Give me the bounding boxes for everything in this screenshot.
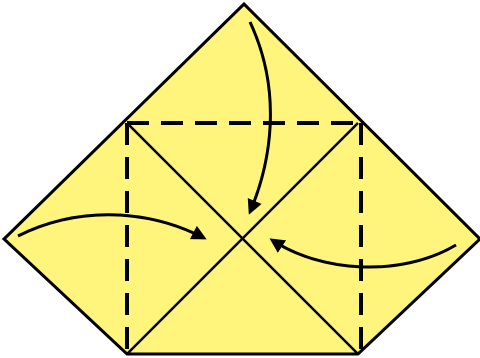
- paper-shape: [4, 4, 480, 354]
